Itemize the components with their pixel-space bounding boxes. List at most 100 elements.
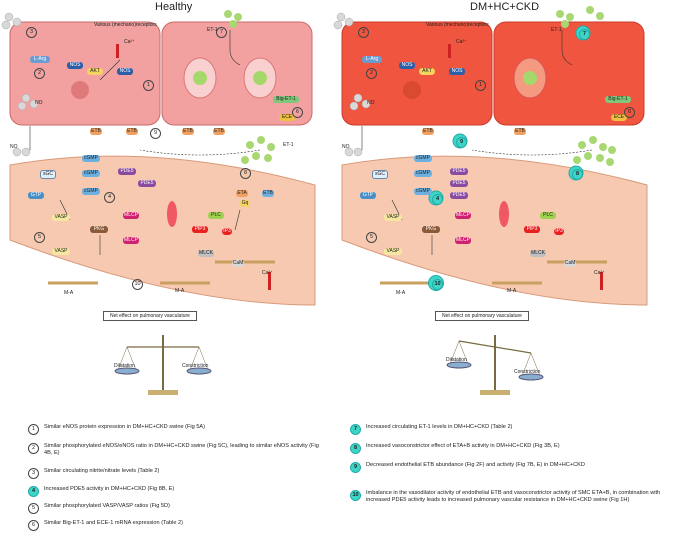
ma-label-left-2: M-A: [175, 288, 185, 294]
mlck-label-right: MLCK: [530, 250, 546, 257]
pip3-label-left: PIP3: [192, 226, 208, 233]
vasp-label-left-2: VASP: [52, 248, 70, 255]
legend-marker: 8: [350, 443, 361, 454]
marker-2-right: 2: [366, 68, 377, 79]
panel-title-disease: DM+HC+CKD: [470, 1, 540, 13]
marker-4-right: 4: [432, 194, 443, 205]
constriction-label-right: Constriction: [514, 369, 541, 375]
gtp-label-right: GTP: [360, 192, 376, 199]
marker-9-right: 9: [456, 137, 467, 148]
nos-label-left-2: NOS: [117, 68, 133, 75]
no-label-right: NO: [367, 100, 375, 106]
receptors-label-right: Various (mechano)receptors: [426, 22, 489, 28]
gc-label-left: sGC: [40, 170, 56, 179]
nucleus: [71, 81, 89, 99]
pkg-label-right: PKG: [422, 226, 440, 233]
marker-9-left: 9: [150, 128, 161, 139]
vasp-label-right: VASP: [384, 214, 402, 221]
etb-label-left-2: ETB: [126, 128, 138, 135]
legend-marker: 2: [28, 443, 39, 454]
pkg-label-left: PKG: [90, 226, 108, 233]
marker-5-right: 5: [366, 232, 377, 243]
marker-2-left: 2: [34, 68, 45, 79]
marker-10-left: 10: [132, 279, 143, 290]
constriction-label-left: Constriction: [182, 363, 209, 369]
endothelial-cell-left-1: [9, 21, 161, 126]
etb-label-left-4: ETB: [213, 128, 225, 135]
plc-label-right: PLC: [540, 212, 556, 219]
cgmp-label-left-3: cGMP: [82, 188, 100, 195]
etb-smc-label-left: ETB: [262, 190, 274, 197]
cgmp-label-left-2: cGMP: [82, 170, 100, 177]
nos-label-right-2: NOS: [449, 68, 465, 75]
pde5-label-left-2: PDE5: [138, 180, 156, 187]
gtp-label-left: GTP: [28, 192, 44, 199]
cgmp-label-right-2: cGMP: [414, 170, 432, 177]
legend-text: Similar phosphorylated VASP/VASP ratios …: [44, 503, 170, 509]
larg-label-right: L-Arg: [362, 56, 382, 63]
legend-marker: 1: [28, 424, 39, 435]
pde5-label-right-3: PDE5: [450, 192, 468, 199]
cgmp-label-left: cGMP: [82, 155, 100, 162]
legend-marker: 3: [28, 468, 39, 479]
dilatation-label-right: Dilatation: [446, 357, 467, 363]
gc-label-right: sGC: [372, 170, 388, 179]
pip3-label-right: PIP3: [524, 226, 540, 233]
marker-6-left: 6: [292, 107, 303, 118]
endothelial-cell-right-1: [341, 21, 493, 126]
legend-text: Similar circulating nitrite/nitrate leve…: [44, 468, 160, 474]
marker-7-left: 7: [216, 27, 227, 38]
gq-label-left: Gq: [240, 200, 250, 207]
et1-label-left-2: ET-1: [283, 142, 294, 148]
marker-3-left: 3: [26, 27, 37, 38]
cgmp-label-right-3: cGMP: [414, 188, 432, 195]
cam-label-left: CaM: [232, 260, 244, 267]
net-effect-right: Net effect on pulmonary vasculature: [435, 311, 529, 321]
vasp-label-right-2: VASP: [384, 248, 402, 255]
legend-marker: 9: [350, 462, 361, 473]
no-label-right-2: NO: [342, 144, 350, 150]
vesicle: [193, 71, 207, 85]
legend-marker: 4: [28, 486, 39, 497]
legend-marker: 7: [350, 424, 361, 435]
marker-8-left: 8: [240, 168, 251, 179]
legend-marker: 5: [28, 503, 39, 514]
legend-marker: 6: [28, 520, 39, 531]
no-label-left-2: NO: [10, 144, 18, 150]
et1-label-right: ET-1: [551, 27, 562, 33]
pde5-label-left: PDE5: [118, 168, 136, 175]
mlcp-label-right-2: MLCP: [455, 237, 471, 244]
ece-label-left: ECE: [279, 114, 295, 121]
marker-6-right: 6: [624, 107, 635, 118]
ca-label-left: Ca²⁺: [124, 39, 135, 45]
marker-1-right: 1: [475, 80, 486, 91]
mlcp-label-left-2: MLCP: [123, 237, 139, 244]
mlck-label-left: MLCK: [198, 250, 214, 257]
legend-text: Similar phosphorylated eNOS/eNOS ratio i…: [44, 443, 319, 456]
etb-label-left: ETB: [90, 128, 102, 135]
legend-text: Similar eNOS protein expression in DM+HC…: [44, 424, 206, 430]
akt-label-left: AKT: [87, 68, 103, 75]
balance-left: [114, 335, 212, 395]
marker-7-right: 7: [579, 29, 590, 40]
marker-1-left: 1: [143, 80, 154, 91]
marker-8-right: 8: [572, 169, 583, 180]
etb-label-right-2: ETB: [514, 128, 526, 135]
net-effect-left: Net effect on pulmonary vasculature: [103, 311, 197, 321]
legend-text: Increased circulating ET-1 levels in DM+…: [366, 424, 513, 430]
right-panel: [333, 6, 648, 306]
ma-label-left: M-A: [64, 290, 74, 296]
pde5-label-right-2: PDE5: [450, 180, 468, 187]
eta-label-left: ETA: [236, 190, 248, 197]
ca-label-right-2: Ca²⁺: [594, 270, 605, 276]
marker-10-right: 10: [432, 279, 443, 290]
akt-label-right: AKT: [419, 68, 435, 75]
etb-label-right: ETB: [422, 128, 434, 135]
ca-label-right: Ca²⁺: [456, 39, 467, 45]
legend-text: Similar Big-ET-1 and ECE-1 mRNA expressi…: [44, 520, 183, 526]
ece-label-right: ECE: [611, 114, 627, 121]
et1-label-left: ET-1: [207, 27, 218, 33]
legend-text: Imbalance in the vasodilator activity of…: [366, 490, 661, 503]
plc-label-left: PLC: [208, 212, 224, 219]
